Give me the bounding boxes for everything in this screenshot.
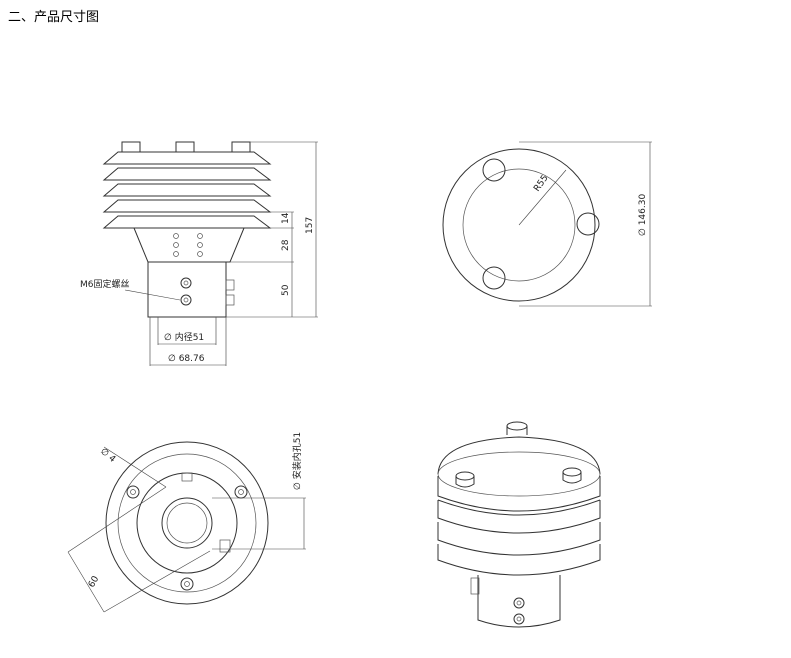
radius-label: R55: [532, 173, 550, 193]
dim-50-label: 50: [281, 284, 291, 296]
dim-14-label: 14: [281, 212, 291, 224]
outer-diameter-label: ∅ 68.76: [168, 354, 205, 364]
m6-screw: [180, 277, 192, 306]
mount-hole-label: ∅ 安装内孔51: [291, 432, 303, 490]
dim-28-label: 28: [281, 239, 291, 251]
front-view: M6固定螺丝 ∅ 内径51 ∅ 68.76 14 28 157 50: [80, 141, 318, 366]
diameter-label: ∅ 146.30: [638, 194, 648, 236]
hole-label: ∅ 4: [98, 447, 117, 465]
inner-diameter-label: ∅ 内径51: [164, 331, 204, 343]
iso-view: [437, 421, 601, 628]
section-heading: 二、产品尺寸图: [8, 10, 100, 25]
screw-label: M6固定螺丝: [80, 278, 130, 290]
dim-157-label: 157: [305, 217, 315, 234]
vent-holes: [173, 233, 203, 257]
bottom-view: ∅ 4 60 ∅ 安装内孔51: [67, 432, 306, 613]
top-view: R55 ∅ 146.30: [442, 141, 652, 307]
